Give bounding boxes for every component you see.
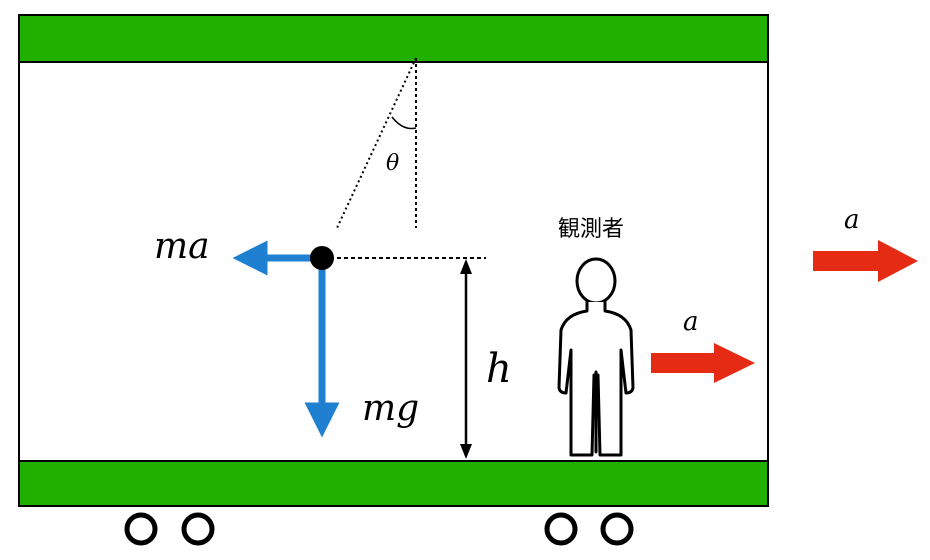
car-body	[18, 14, 769, 507]
observer-label: 観測者	[558, 217, 624, 242]
wheel-icon	[544, 512, 578, 546]
angle-arc	[391, 116, 417, 130]
theta-label: θ	[386, 151, 399, 176]
ma-label: ma	[154, 226, 210, 267]
floor	[18, 460, 769, 507]
accel-arrow-inside	[651, 343, 755, 383]
wheel-icon	[181, 512, 215, 546]
height-label: h	[486, 346, 512, 392]
accel-label-inside: a	[683, 307, 699, 337]
person-outline-icon	[557, 257, 635, 457]
pendulum-bob	[310, 246, 334, 270]
wheel-icon	[124, 512, 158, 546]
accel-label-outside: a	[844, 205, 860, 235]
accel-arrow-outside	[813, 240, 918, 282]
wheels	[124, 512, 634, 546]
wheel-icon	[600, 512, 634, 546]
ceiling	[18, 14, 769, 63]
pendulum-string	[336, 57, 417, 229]
mg-label: mg	[362, 388, 419, 429]
